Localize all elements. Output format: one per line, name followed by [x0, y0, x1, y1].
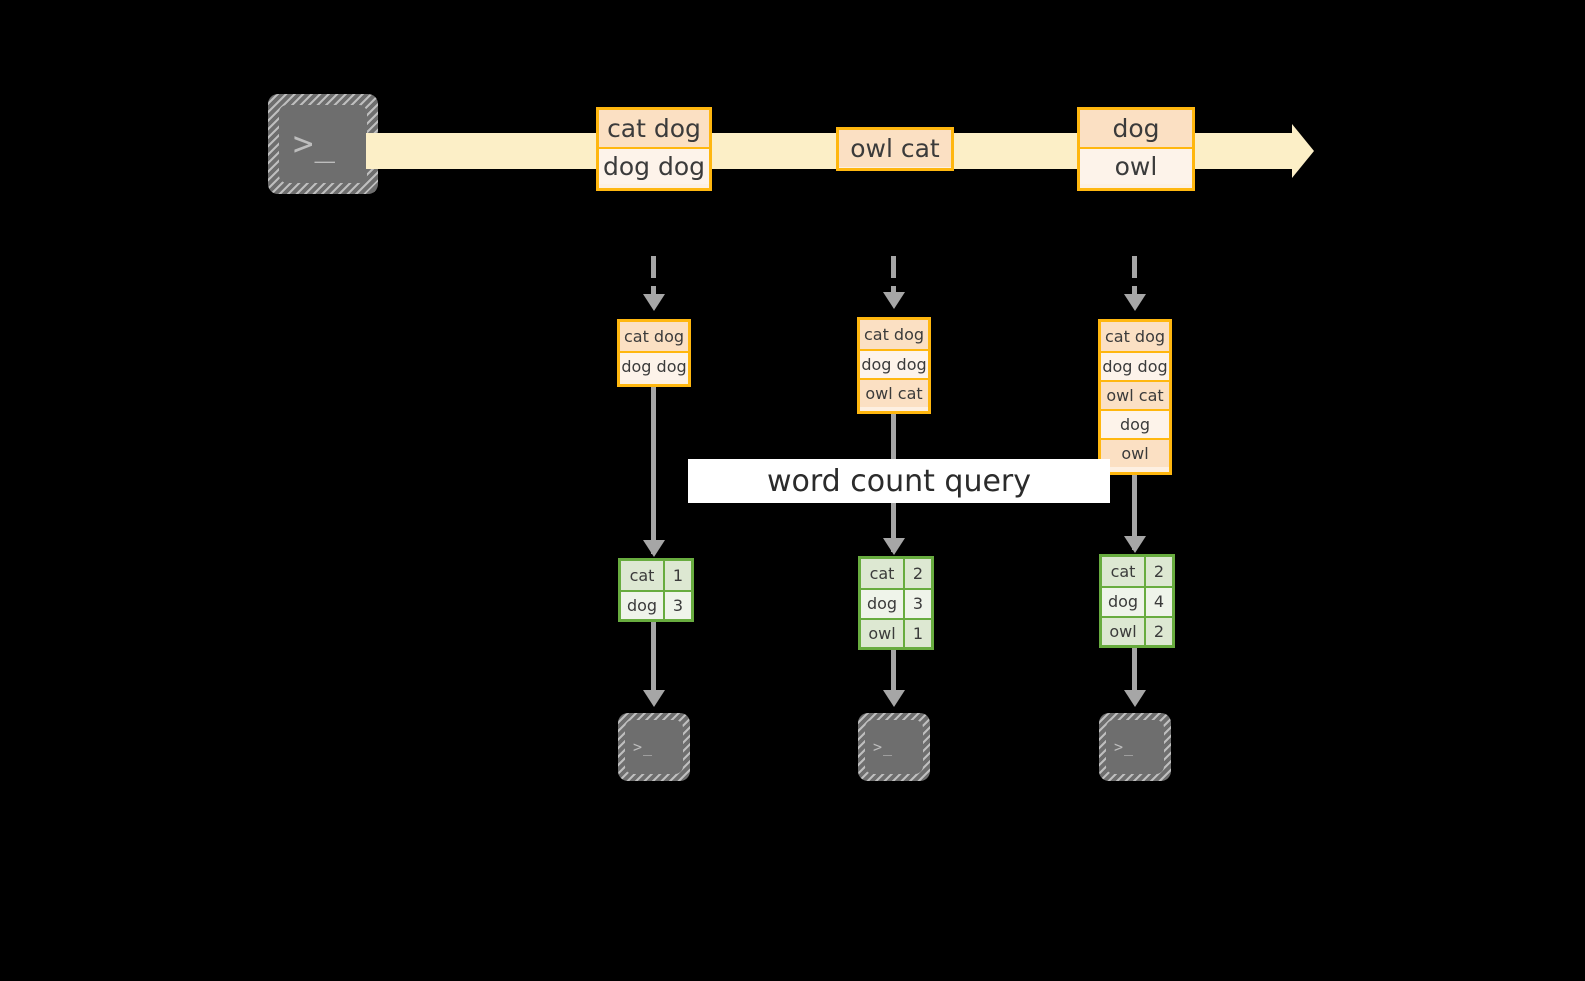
- banner-label: word count query: [766, 463, 1032, 499]
- event-row: cat dog: [620, 322, 688, 351]
- snapshot-2-inflow-stem: [891, 286, 896, 294]
- stream-event: owl: [1080, 147, 1192, 184]
- snapshot-3-output-line: [1132, 648, 1137, 694]
- snapshot-1-output-line: [651, 622, 656, 694]
- snapshot-2-output-line: [891, 650, 896, 694]
- result-row: dog 3: [621, 589, 691, 619]
- result-row: cat 2: [861, 559, 931, 589]
- result-count: 1: [672, 565, 684, 585]
- terminal-prompt-glyph: >_: [873, 737, 894, 756]
- stream-event: cat dog: [599, 110, 709, 147]
- event-row: dog dog: [1101, 351, 1169, 380]
- result-word: cat: [861, 559, 905, 589]
- result-row: cat 1: [621, 561, 691, 590]
- snapshot-1-results: cat 1 dog 3: [618, 558, 694, 622]
- snapshot-3-events: cat dog dog dog owl cat dog owl: [1098, 319, 1172, 475]
- result-word: dog: [861, 590, 905, 618]
- event-row: dog: [1101, 409, 1169, 438]
- terminal-screen: >_: [865, 720, 923, 774]
- terminal-screen: >_: [625, 720, 683, 774]
- stream-group-1: cat dog dog dog: [596, 107, 712, 191]
- result-row: dog 3: [861, 588, 931, 618]
- result-count: 2: [1153, 562, 1165, 582]
- snapshot-3-inflow-arrowhead: [1124, 294, 1146, 311]
- snapshot-3-inflow-dash: [1132, 256, 1137, 278]
- source-terminal-icon: >_: [268, 94, 378, 194]
- result-count: 4: [1153, 592, 1165, 612]
- snapshot-1-inflow-dash: [651, 256, 656, 278]
- result-row: cat 2: [1102, 557, 1172, 587]
- result-row: dog 4: [1102, 586, 1172, 616]
- result-count: 2: [912, 564, 924, 584]
- snapshot-2-output-arrowhead: [883, 690, 905, 707]
- snapshot-2-sink-terminal-icon: >_: [858, 713, 930, 781]
- snapshot-2-inflow-dash: [891, 256, 896, 278]
- stream-event: dog dog: [599, 147, 709, 184]
- snapshot-2-events: cat dog dog dog owl cat: [857, 317, 931, 414]
- snapshot-2-results: cat 2 dog 3 owl 1: [858, 556, 934, 650]
- terminal-screen: >_: [279, 105, 367, 183]
- result-word: cat: [1102, 557, 1146, 587]
- stream-group-3: dog owl: [1077, 107, 1195, 191]
- terminal-prompt-glyph: >_: [293, 124, 336, 164]
- snapshot-1-events: cat dog dog dog: [617, 319, 691, 387]
- event-row: dog dog: [860, 349, 928, 378]
- snapshot-1-query-arrowhead: [643, 540, 665, 557]
- snapshot-3-query-line: [1132, 475, 1137, 550]
- word-count-query-banner: word count query: [688, 459, 1110, 503]
- snapshot-1-sink-terminal-icon: >_: [618, 713, 690, 781]
- result-row: owl 2: [1102, 615, 1172, 645]
- snapshot-3-output-arrowhead: [1124, 690, 1146, 707]
- stream-group-2: owl cat: [836, 127, 954, 171]
- snapshot-3-results: cat 2 dog 4 owl 2: [1099, 554, 1175, 648]
- snapshot-1-output-arrowhead: [643, 690, 665, 707]
- event-row: owl cat: [860, 378, 928, 407]
- snapshot-2-query-arrowhead: [883, 538, 905, 555]
- terminal-screen: >_: [1106, 720, 1164, 774]
- stream-event: dog: [1080, 110, 1192, 147]
- snapshot-3-sink-terminal-icon: >_: [1099, 713, 1171, 781]
- snapshot-3-query-arrowhead: [1124, 536, 1146, 553]
- snapshot-3-inflow-stem: [1132, 286, 1137, 296]
- snapshot-1-inflow-arrowhead: [643, 294, 665, 311]
- result-word: owl: [1102, 617, 1146, 645]
- terminal-prompt-glyph: >_: [1114, 737, 1135, 756]
- event-row: cat dog: [1101, 322, 1169, 351]
- result-word: dog: [621, 591, 665, 619]
- result-count: 2: [1153, 621, 1165, 641]
- result-word: cat: [621, 561, 665, 590]
- stream-event: owl cat: [839, 130, 951, 167]
- event-row: owl cat: [1101, 380, 1169, 409]
- snapshot-1-query-line: [651, 387, 656, 554]
- result-word: owl: [861, 619, 905, 647]
- result-row: owl 1: [861, 617, 931, 647]
- snapshot-1-inflow-stem: [651, 286, 656, 296]
- event-row: cat dog: [860, 320, 928, 349]
- result-count: 3: [672, 595, 684, 615]
- terminal-prompt-glyph: >_: [633, 737, 654, 756]
- event-row: dog dog: [620, 351, 688, 380]
- result-word: dog: [1102, 588, 1146, 616]
- snapshot-2-inflow-arrowhead: [883, 292, 905, 309]
- stream-arrow-head: [1292, 124, 1314, 178]
- result-count: 1: [912, 623, 924, 643]
- result-count: 3: [912, 594, 924, 614]
- event-row: owl: [1101, 438, 1169, 467]
